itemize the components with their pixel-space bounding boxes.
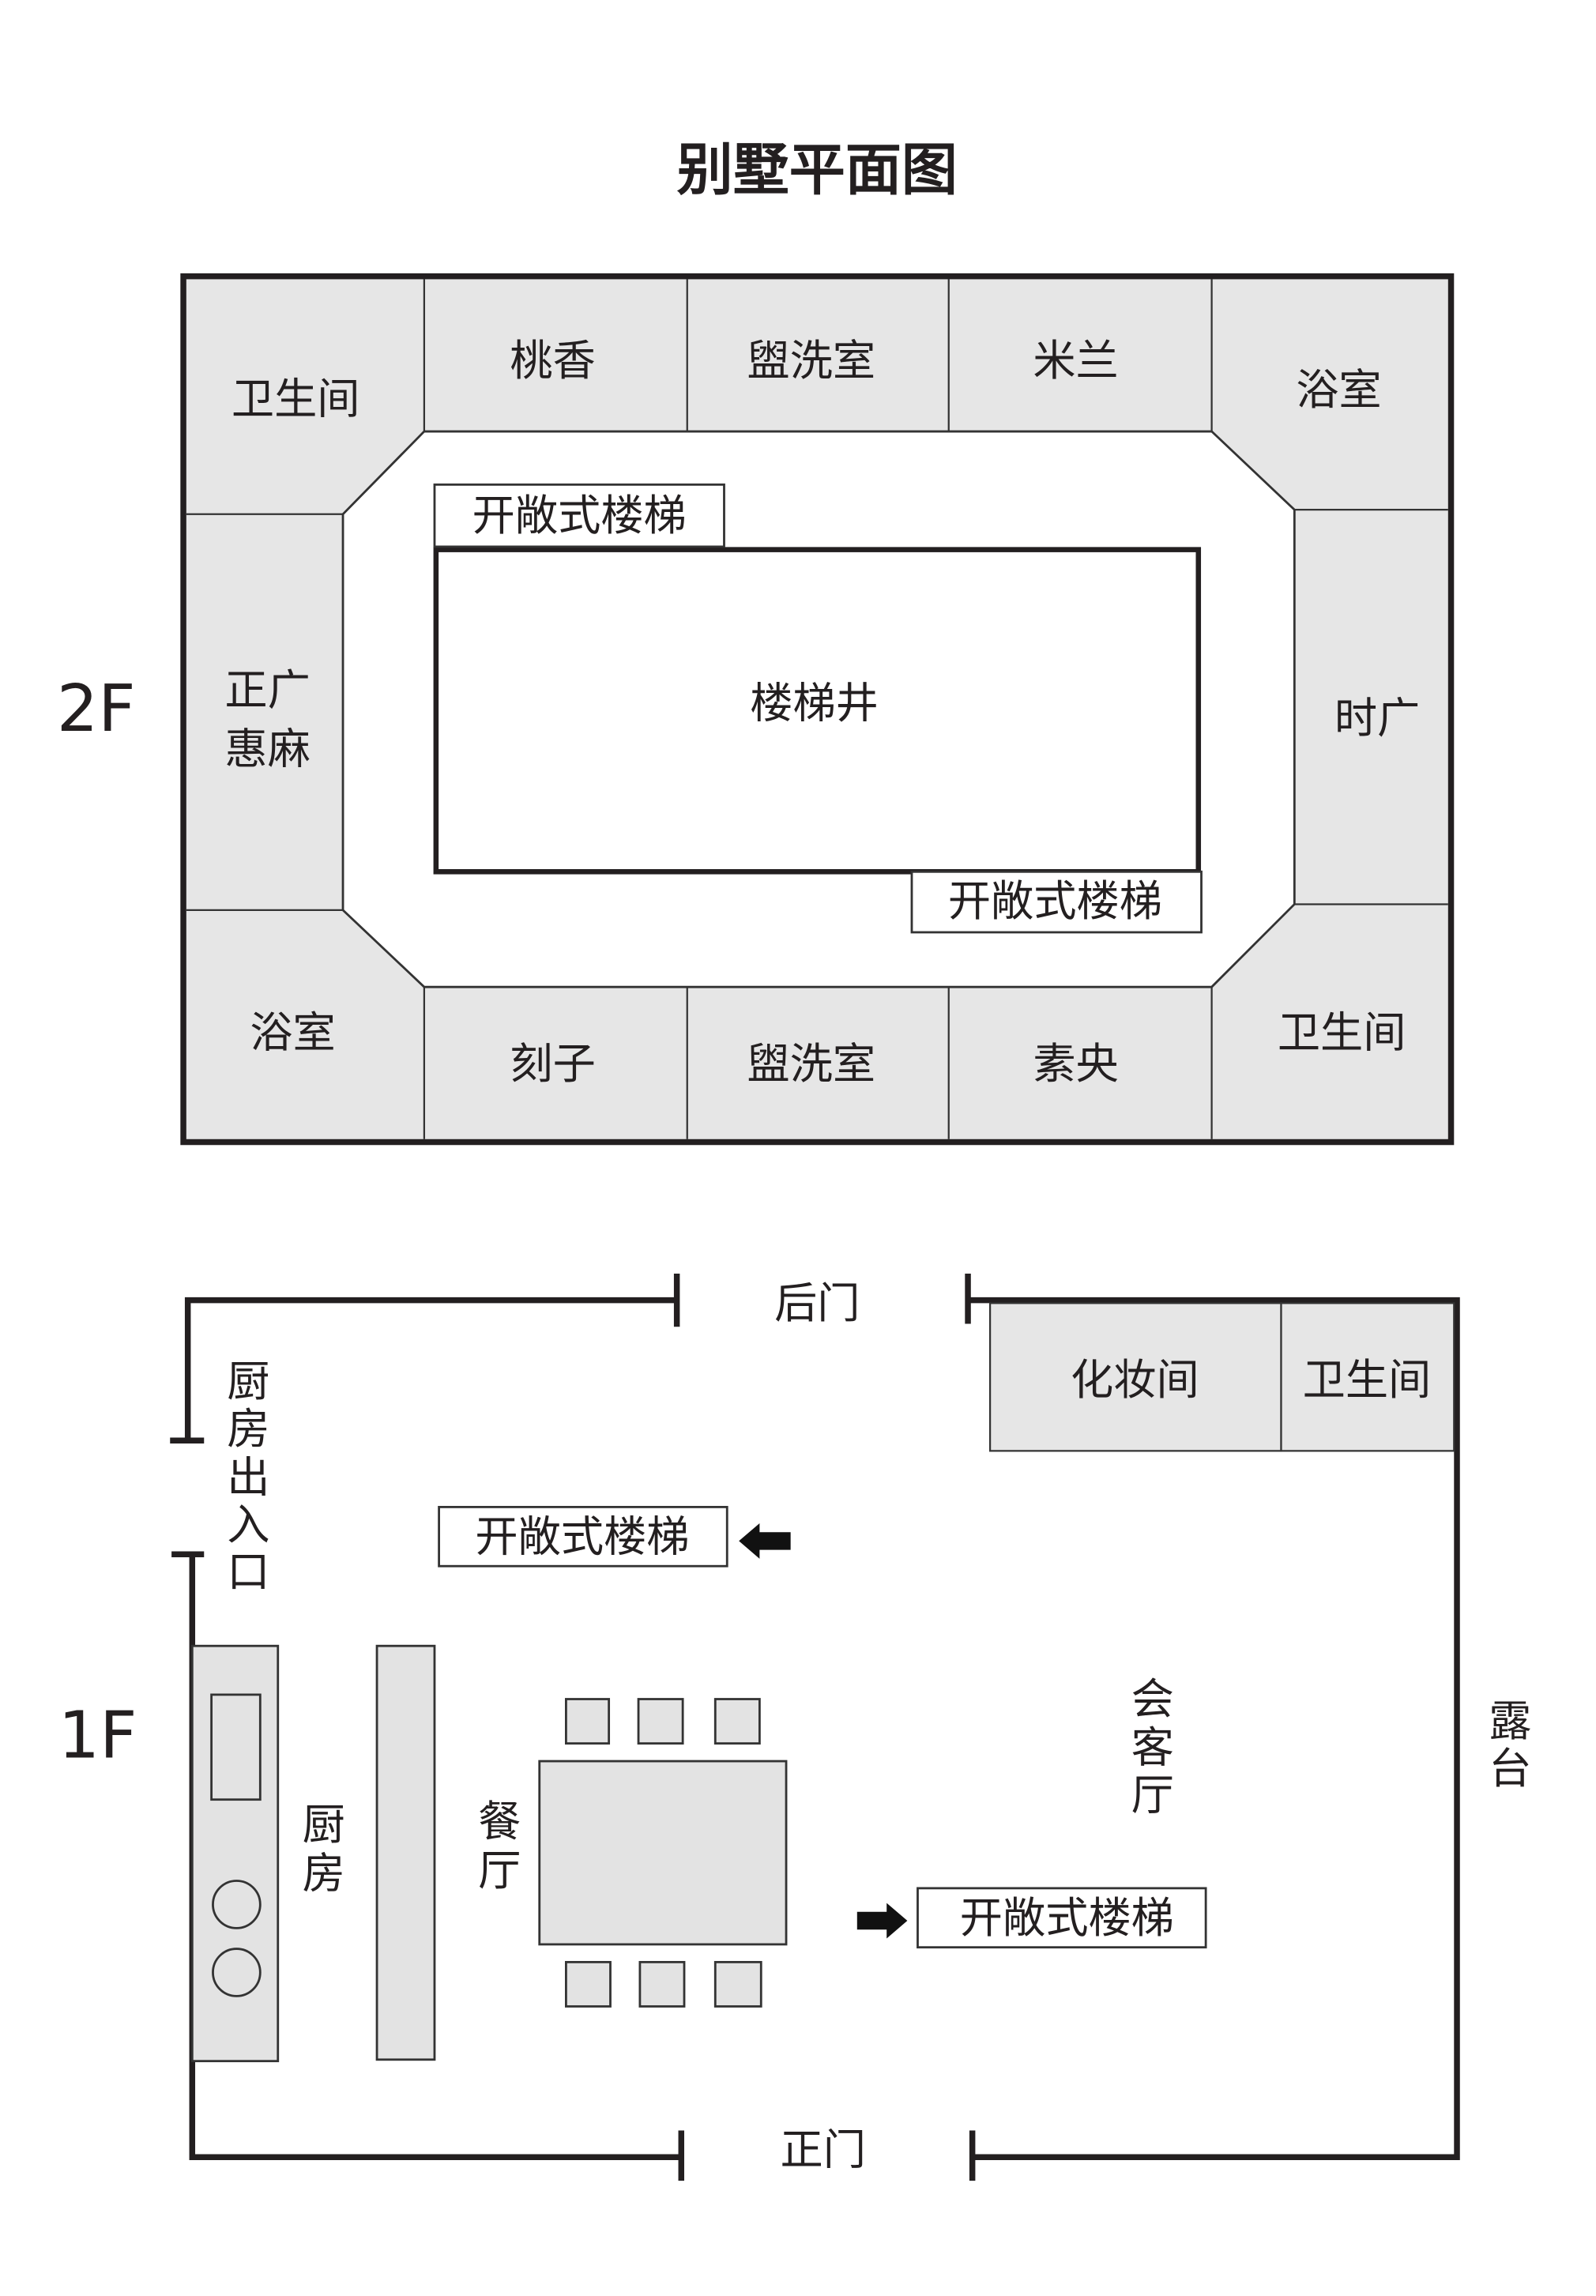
- room-2f-bath-sw: 浴室: [250, 1008, 335, 1058]
- kitchen-entrance-char: 口: [227, 1547, 269, 1597]
- room-2f-suyang: 素央: [1033, 1039, 1118, 1089]
- floor-2-label: 2F: [57, 672, 136, 747]
- room-2f-washroom-bottom: 盥洗室: [747, 1039, 875, 1089]
- back-door-label: 后门: [774, 1278, 860, 1328]
- room-2f-left-line2: 惠麻: [224, 725, 310, 774]
- stove-burner: [212, 1948, 262, 1997]
- kitchen-entrance-char: 房: [227, 1404, 269, 1454]
- kitchen-entrance-char: 厨: [227, 1357, 269, 1406]
- chair: [713, 1960, 762, 2008]
- dressing-room: [988, 1302, 1282, 1452]
- bathroom-1f-label: 卫生间: [1303, 1355, 1432, 1405]
- stairs-2f-bottom: [910, 870, 1203, 934]
- floor-1-label: 1F: [58, 1699, 137, 1774]
- chair: [565, 1960, 612, 2008]
- front-door-label: 正门: [781, 2125, 866, 2174]
- kitchen-label-1: 厨: [303, 1800, 345, 1850]
- stove-burner: [212, 1880, 262, 1929]
- exterior-walls: [170, 1273, 1460, 2181]
- room-2f-milan: 米兰: [1033, 336, 1118, 386]
- stairwell: [433, 547, 1202, 875]
- room-2f-left-line1: 正广: [224, 665, 310, 715]
- room-2f-bathroom-nw: 卫生间: [231, 374, 360, 423]
- chair: [565, 1698, 611, 1745]
- kitchen-island: [375, 1644, 436, 2061]
- dressing-room-label: 化妆间: [1071, 1355, 1199, 1405]
- terrace-label-2: 台: [1489, 1744, 1531, 1794]
- floor-1-plan: 1F 后门 正门 厨 房 出 入 口 化妆间 卫生间 开敞式楼梯 开: [58, 1273, 1531, 2181]
- plan-title: 别墅平面图: [677, 137, 958, 203]
- room-dividers: [186, 279, 1448, 1139]
- room-2f-taoxiang: 桃香: [510, 336, 595, 386]
- living-label-3: 厅: [1131, 1771, 1174, 1820]
- chair: [713, 1698, 761, 1745]
- chair: [638, 1960, 686, 2008]
- kitchen-label-2: 房: [303, 1849, 345, 1899]
- stairs-1f-right: [917, 1887, 1207, 1949]
- stairs-1f-left: [438, 1506, 728, 1568]
- room-2f-shiguang: 时广: [1334, 693, 1420, 743]
- stairwell-label: 楼梯井: [750, 679, 879, 728]
- kitchen-entrance-char: 入: [227, 1500, 269, 1549]
- room-2f-bath-ne: 浴室: [1296, 365, 1381, 415]
- arrow-left-icon: [739, 1523, 791, 1559]
- bathroom-1f: [1280, 1302, 1455, 1452]
- living-label-2: 客: [1131, 1723, 1174, 1773]
- dining-label-2: 厅: [478, 1846, 521, 1895]
- stairs-2f-top: [433, 483, 725, 548]
- arrow-right-icon: [856, 1903, 908, 1939]
- stairs-1f-left-label: 开敞式楼梯: [475, 1511, 689, 1561]
- living-label-1: 会: [1131, 1674, 1174, 1724]
- stairs-2f-top-label: 开敞式楼梯: [472, 491, 687, 540]
- kitchen-entrance-char: 出: [227, 1453, 269, 1503]
- stairs-1f-right-label: 开敞式楼梯: [960, 1893, 1174, 1943]
- dining-label-1: 餐: [478, 1797, 521, 1846]
- floor-2-plan: 2F 卫生间 桃香 盥洗室 米兰 浴室 正广 惠麻 时广 浴室 刻子 盥洗室 素…: [57, 273, 1455, 1146]
- dining-table: [538, 1760, 788, 1946]
- kitchen-entrance-label: 厨 房 出 入 口: [227, 1357, 269, 1597]
- room-2f-bathroom-se: 卫生间: [1278, 1008, 1406, 1058]
- sink: [210, 1693, 262, 1801]
- room-2f-washroom-top: 盥洗室: [747, 336, 875, 386]
- stairs-2f-bottom-label: 开敞式楼梯: [948, 876, 1162, 926]
- room-2f-kezi: 刻子: [510, 1039, 595, 1089]
- chair: [637, 1698, 684, 1745]
- terrace-label-1: 露: [1489, 1696, 1531, 1746]
